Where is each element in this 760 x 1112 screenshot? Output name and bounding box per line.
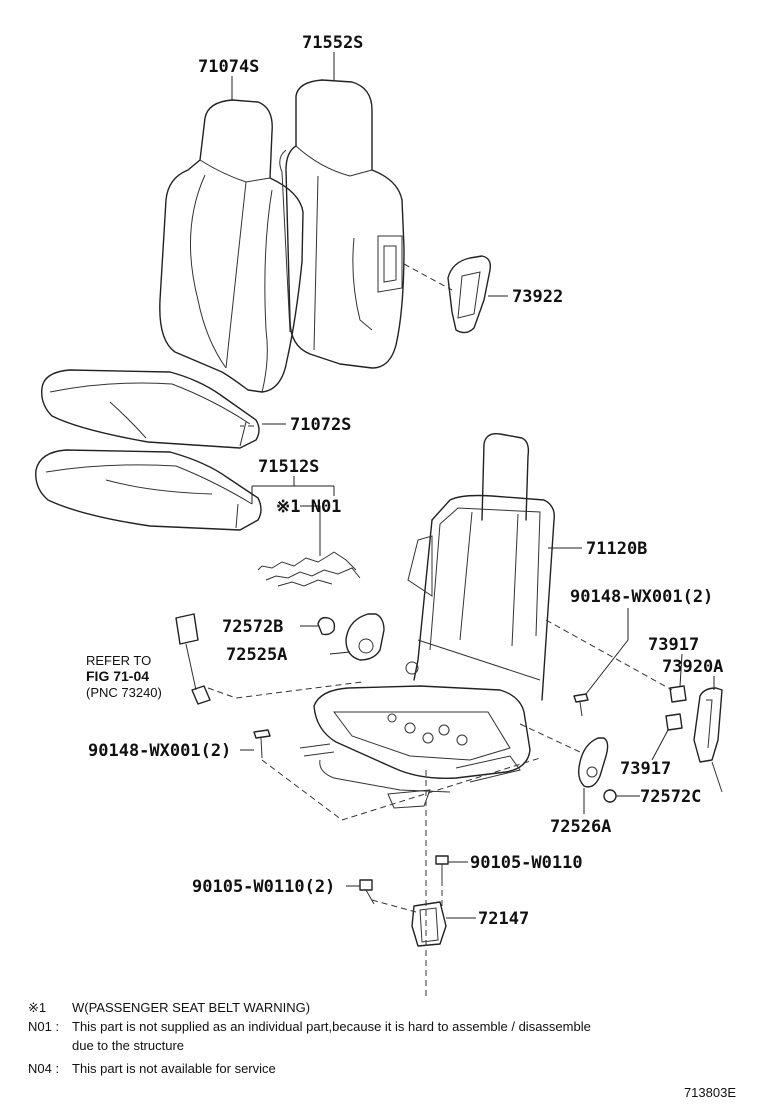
note-n01-text: This part is not supplied as an individu… bbox=[72, 1019, 591, 1034]
note-star: ※1 W(PASSENGER SEAT BELT WARNING) bbox=[28, 998, 748, 1017]
diagram-code: 713803E bbox=[683, 1085, 736, 1100]
bolt-90148-top bbox=[573, 693, 589, 717]
seatback-cover-71074S bbox=[159, 99, 304, 393]
label-90148-left: 90148-WX001(2) bbox=[88, 741, 231, 761]
label-71512S: 71512S bbox=[258, 457, 319, 477]
inner-cover-72525A bbox=[345, 613, 385, 661]
note-n01: N01 : This part is not supplied as an in… bbox=[28, 1017, 748, 1036]
note-n04-key: N04 : bbox=[28, 1061, 60, 1076]
bracket-72147 bbox=[411, 901, 447, 947]
label-N01: ※1 N01 bbox=[276, 497, 341, 517]
seatback-pad-71552S bbox=[279, 79, 405, 369]
cap-72572B bbox=[317, 616, 336, 636]
bolt-90148-left bbox=[253, 729, 271, 759]
note-n04: N04 : This part is not available for ser… bbox=[28, 1059, 748, 1078]
bolt-90105-left bbox=[359, 879, 375, 905]
bolt-90105-right bbox=[435, 855, 449, 880]
reference-line-2: FIG 71-04 bbox=[86, 668, 149, 684]
note-n04-text: This part is not available for service bbox=[72, 1061, 276, 1076]
note-star-key: ※1 bbox=[28, 1000, 47, 1015]
label-71074S: 71074S bbox=[198, 57, 259, 77]
recliner-cover-73922 bbox=[447, 255, 492, 334]
note-n01-text-2: due to the structure bbox=[72, 1038, 185, 1053]
seat-belt-buckle bbox=[175, 613, 211, 705]
label-72572C: 72572C bbox=[640, 787, 701, 807]
recliner-cover-72526A bbox=[577, 737, 609, 788]
reference-line-1: REFER TO bbox=[86, 653, 151, 668]
cushion-pad-71512S bbox=[35, 449, 262, 531]
assembly-lines bbox=[207, 263, 673, 1000]
label-73917-b: 73917 bbox=[620, 759, 671, 779]
sensor-mat-N01 bbox=[257, 551, 361, 587]
seat-frame-71120B bbox=[299, 433, 555, 809]
reference-line-3: (PNC 73240) bbox=[86, 685, 162, 700]
label-73922: 73922 bbox=[512, 287, 563, 307]
note-star-text: W(PASSENGER SEAT BELT WARNING) bbox=[72, 1000, 311, 1015]
label-90148-top: 90148-WX001(2) bbox=[570, 587, 713, 607]
label-72147: 72147 bbox=[478, 909, 529, 929]
label-72526A: 72526A bbox=[550, 817, 611, 837]
label-90105-right: 90105-W0110 bbox=[470, 853, 583, 873]
label-71120B: 71120B bbox=[586, 539, 647, 559]
label-72525A: 72525A bbox=[226, 645, 287, 665]
leader-lines bbox=[231, 52, 715, 919]
cap-72572C bbox=[603, 789, 617, 803]
label-73917-a: 73917 bbox=[648, 635, 699, 655]
cushion-cover-71072S bbox=[41, 369, 260, 449]
outer-cover-73920A bbox=[693, 687, 723, 793]
label-71072S: 71072S bbox=[290, 415, 351, 435]
label-90105-left: 90105-W0110(2) bbox=[192, 877, 335, 897]
clip-73917-b bbox=[665, 713, 683, 731]
label-73920A: 73920A bbox=[662, 657, 723, 677]
label-72572B: 72572B bbox=[222, 617, 283, 637]
label-71552S: 71552S bbox=[302, 33, 363, 53]
note-n01-key: N01 : bbox=[28, 1019, 60, 1034]
footnotes: ※1 W(PASSENGER SEAT BELT WARNING) N01 : … bbox=[28, 998, 748, 1078]
clip-73917-a bbox=[669, 685, 687, 703]
